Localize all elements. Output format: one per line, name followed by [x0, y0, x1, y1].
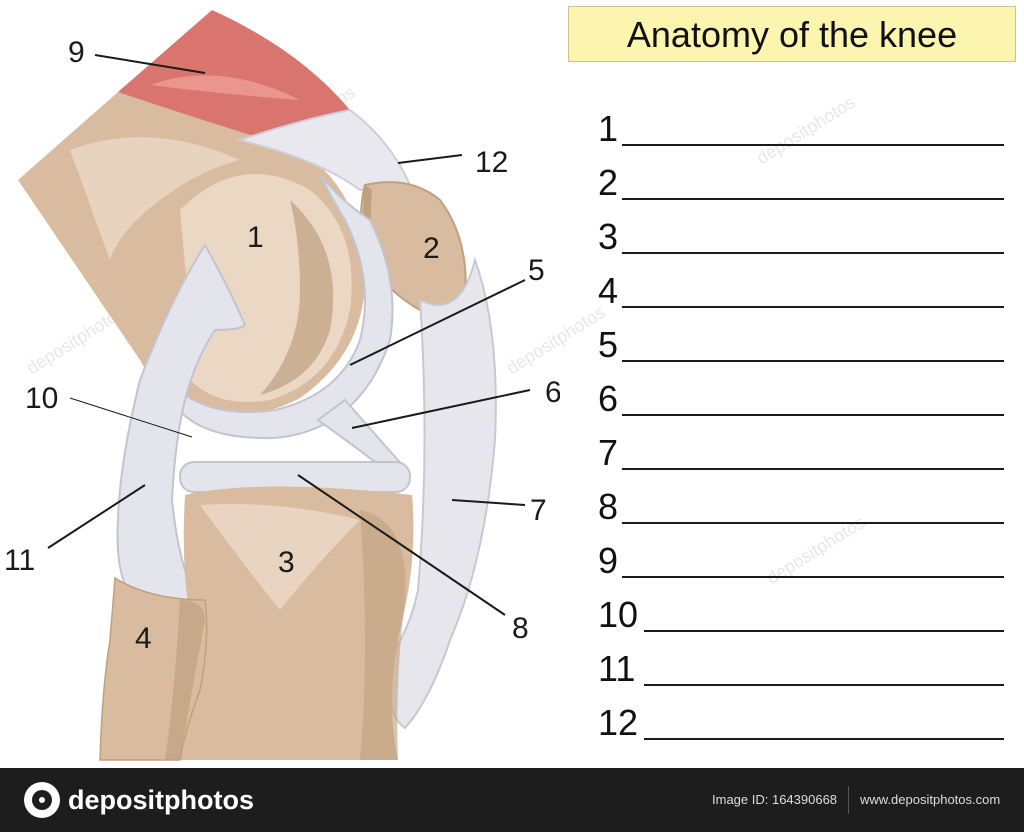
answer-line[interactable] [622, 144, 1004, 146]
label-3: 3 [278, 546, 295, 579]
answer-number: 7 [598, 432, 619, 473]
answer-number: 10 [598, 594, 639, 635]
femur-shaft-highlight [70, 137, 240, 260]
answer-number: 1 [598, 108, 619, 149]
answer-row-10: 10 [598, 592, 1008, 635]
articular-cartilage [173, 174, 394, 440]
label-8: 8 [512, 612, 529, 645]
answer-line[interactable] [622, 468, 1004, 470]
answer-line[interactable] [644, 684, 1004, 686]
answer-row-5: 5 [598, 322, 1008, 365]
depositphotos-logo-icon [24, 782, 60, 818]
footer-divider [848, 786, 849, 814]
label-2: 2 [423, 232, 440, 265]
answer-row-11: 11 [598, 646, 1008, 689]
image-id: Image ID: 164390668 [712, 792, 838, 807]
brand-name: depositphotos [68, 785, 254, 815]
answer-line[interactable] [622, 414, 1004, 416]
answer-row-4: 4 [598, 268, 1008, 311]
answer-row-9: 9 [598, 538, 1008, 581]
answer-number: 12 [598, 702, 639, 743]
leader-8 [297, 474, 506, 616]
answer-line[interactable] [644, 630, 1004, 632]
label-1: 1 [247, 221, 264, 254]
leader-lines [47, 54, 531, 616]
answer-number: 3 [598, 216, 619, 257]
label-6: 6 [545, 376, 560, 409]
footer-bar: depositphotos Image ID: 164390668 www.de… [0, 768, 1024, 832]
answer-row-7: 7 [598, 430, 1008, 473]
label-4: 4 [135, 622, 152, 655]
leader-7 [451, 499, 526, 506]
page-title: Anatomy of the knee [626, 14, 958, 55]
leader-5 [349, 279, 526, 366]
answer-line[interactable] [622, 576, 1004, 578]
fibula-shade [165, 600, 205, 760]
label-9: 9 [68, 36, 85, 69]
answer-row-8: 8 [598, 484, 1008, 527]
site-link[interactable]: www.depositphotos.com [860, 792, 1001, 807]
answer-number: 5 [598, 324, 619, 365]
label-12: 12 [475, 146, 508, 179]
label-10: 10 [25, 382, 58, 415]
answer-row-3: 3 [598, 214, 1008, 257]
logo-dot [39, 797, 45, 803]
logo-ring [32, 790, 52, 810]
answer-row-6: 6 [598, 376, 1008, 419]
tibia-highlight [200, 504, 360, 610]
leader-9 [94, 54, 206, 74]
knee-diagram: 1 2 3 4 5 6 7 8 9 10 11 12 [4, 10, 560, 761]
leader-11 [47, 484, 146, 549]
answer-number: 8 [598, 486, 619, 527]
answer-line[interactable] [622, 360, 1004, 362]
leader-10 [69, 397, 193, 438]
answer-line[interactable] [622, 522, 1004, 524]
tibia-shade [360, 510, 406, 760]
answer-number: 6 [598, 378, 619, 419]
label-7: 7 [530, 494, 547, 527]
answer-line[interactable] [622, 198, 1004, 200]
answer-line[interactable] [622, 252, 1004, 254]
label-11: 11 [4, 544, 35, 577]
leader-12 [397, 154, 463, 164]
answer-row-12: 12 [598, 700, 1008, 743]
patellar-ligament [386, 256, 497, 730]
answer-line[interactable] [622, 306, 1004, 308]
stage: depositphotos depositphotos depositphoto… [4, 6, 1016, 761]
answer-row-1: 1 [598, 106, 1008, 149]
answer-number: 4 [598, 270, 619, 311]
answer-number: 2 [598, 162, 619, 203]
leader-6 [351, 389, 531, 429]
answer-line[interactable] [644, 738, 1004, 740]
label-5: 5 [528, 254, 545, 287]
condyle-shade [260, 200, 334, 395]
answer-number: 9 [598, 540, 619, 581]
title-box: Anatomy of the knee [568, 6, 1016, 62]
answer-number: 11 [598, 648, 636, 689]
answer-row-2: 2 [598, 160, 1008, 203]
muscle-highlight [150, 75, 300, 100]
